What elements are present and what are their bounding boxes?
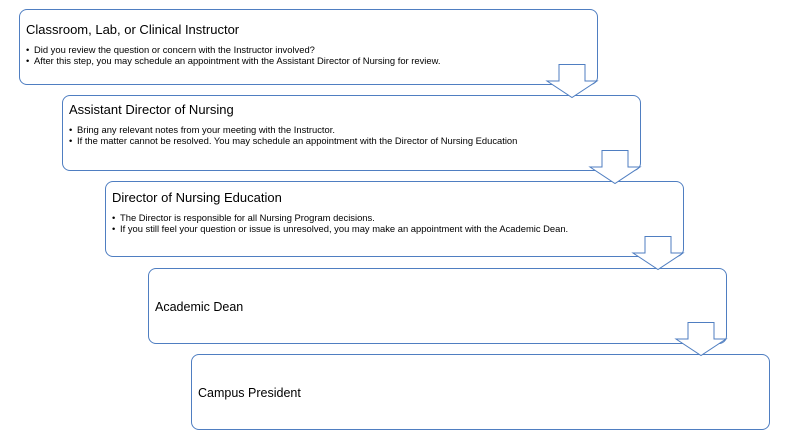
step-box-classroom-instructor: Classroom, Lab, or Clinical Instructor D…	[19, 9, 598, 85]
step-box-campus-president: Campus President	[191, 354, 770, 430]
step-title: Campus President	[198, 386, 301, 400]
step-bullet-list: Did you review the question or concern w…	[26, 44, 586, 66]
step-bullet: Bring any relevant notes from your meeti…	[69, 124, 519, 135]
step-bullet-list: The Director is responsible for all Nurs…	[112, 212, 597, 234]
step-box-director-nursing-education: Director of Nursing Education The Direct…	[105, 181, 684, 257]
step-title: Assistant Director of Nursing	[69, 102, 234, 117]
step-bullet: After this step, you may schedule an app…	[26, 55, 586, 66]
step-box-academic-dean: Academic Dean	[148, 268, 727, 344]
step-box-assistant-director: Assistant Director of Nursing Bring any …	[62, 95, 641, 171]
step-bullet-list: Bring any relevant notes from your meeti…	[69, 124, 519, 146]
down-arrow-icon	[545, 64, 599, 99]
step-title: Academic Dean	[155, 300, 244, 314]
down-arrow-icon	[674, 322, 728, 357]
step-title: Director of Nursing Education	[112, 190, 282, 205]
step-bullet: Did you review the question or concern w…	[26, 44, 586, 55]
down-arrow-icon	[588, 150, 642, 185]
step-bullet: The Director is responsible for all Nurs…	[112, 212, 597, 223]
down-arrow-icon	[631, 236, 685, 271]
step-bullet: If you still feel your question or issue…	[112, 223, 597, 234]
step-bullet: If the matter cannot be resolved. You ma…	[69, 135, 519, 146]
step-title: Classroom, Lab, or Clinical Instructor	[26, 22, 240, 37]
